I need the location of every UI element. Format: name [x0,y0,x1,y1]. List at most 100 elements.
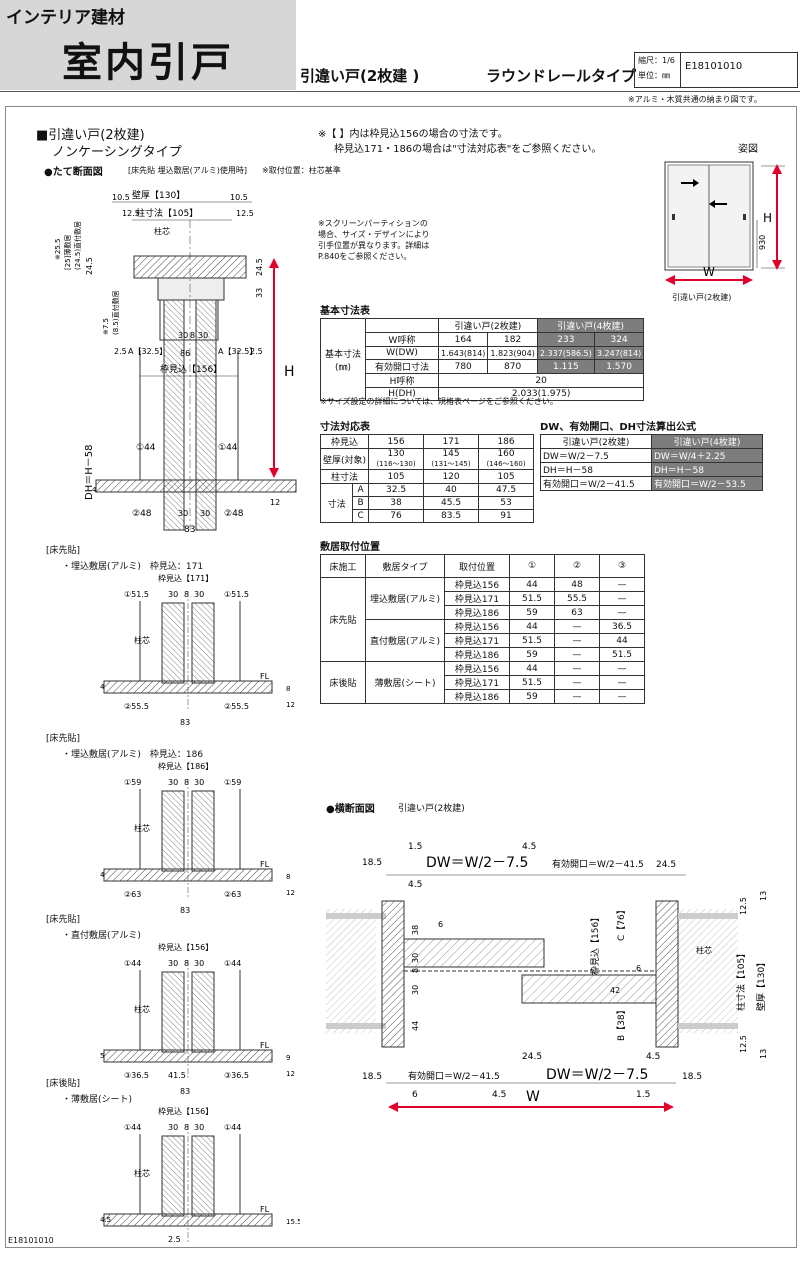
dim-cell: (116〜130) [376,460,416,468]
dim-2-5-right: 2.5 [250,347,263,356]
hashira-dim: 柱寸法【105】 [136,207,198,219]
plan-42: 42 [610,986,620,995]
small-c1-right: ①59 [224,778,241,787]
note-line-1: ※【 】内は枠見込156の場合の寸法です。 [318,129,508,140]
small-c1-left: ①51.5 [124,590,149,599]
small-r2: 12 [286,1070,295,1078]
sill-type: 埋込敷居(アルミ) [365,577,445,620]
base-cell: 1.643(814) [437,346,489,360]
base-row-label: 基本寸法(㎜) [320,318,366,401]
sill-cell: 55.5 [554,591,600,606]
category-label: インテリア建材 [6,8,125,28]
dim-30-a: 30 [178,331,188,340]
base-size-table: 基本寸法(㎜) 引違い戸(2枚建) 引違い戸(4枚建) W呼称 164 182 … [320,318,645,401]
kabeatsu-dim: 壁厚【130】 [132,189,185,201]
dim-4: 4 [92,486,97,494]
dim-8-top: 8 [190,331,195,340]
base-cell: 780 [437,359,489,374]
sill-head: 敷居タイプ [365,554,445,578]
base-cell: 870 [487,359,538,374]
plan-8: 8 [411,968,420,973]
sill-head: ③ [599,554,645,578]
header-banner [0,0,296,90]
header-divider [0,91,800,92]
c44-left: ①44 [136,443,156,453]
dim-30-c: 30 [178,509,188,518]
small-num-2: 30 [194,1123,204,1132]
base-row-k: W(DW) [365,346,439,360]
base-row-k: 有効開口寸法 [365,359,439,374]
small-r1: 15.5 [286,1218,300,1226]
small-hashira-shin: 柱芯 [134,1004,150,1014]
small-num-0: 30 [168,590,178,599]
sill-table: 床施工 敷居タイプ 取付位置 ① ② ③ 床先貼 埋込敷居(アルミ) 枠見込15… [320,554,645,704]
sill-cell: — [599,661,645,676]
dim-a-right: A【32.5】 [218,347,257,356]
note-line-2: 枠見込171・186の場合は"寸法対応表"をご参照ください。 [334,144,602,155]
small-num-1: 8 [184,778,189,787]
small-c1-right: ①51.5 [224,590,249,599]
plan-18-5-tl: 18.5 [362,858,382,868]
dim-cell: 91 [478,509,535,523]
screen-partition-note: ※スクリーンパーティションの場合、サイズ・デザインにより引手位置が異なります。詳… [318,219,430,261]
dim-cell: (146〜160) [486,460,526,468]
dim-24-5-right: 24.5 [255,258,264,276]
plan-30-b: 30 [411,985,420,995]
sill-cell: 48 [554,577,600,592]
small-num-1: 8 [184,959,189,968]
plan-waku: 枠見込【156】 [589,913,601,975]
small-left-dim: 4.5 [100,1216,111,1224]
c44-right: ①44 [218,443,238,453]
sill-cell: 枠見込156 [444,619,510,634]
small-extra: 41.5 [168,1071,186,1080]
unit-label: 単位：㎜ [638,71,670,80]
base-cell: 1.115 [536,359,595,374]
plan-kabe: 壁厚【130】 [755,958,767,1011]
content-frame [5,106,797,1248]
small-fl: FL [260,860,270,869]
small-c2-left: ②63 [124,890,141,899]
formula-table-title: DW、有効開口、DH寸法算出公式 [540,422,697,433]
plan-drawing: 18.5 1.5 DW＝W/2－7.5 4.5 有効開口＝W/2－41.5 24… [326,842,768,1112]
small-num-0: 30 [168,778,178,787]
base-cell: 164 [437,332,489,347]
formula-cell: DH＝H－58 [540,462,652,477]
base-cell: 3.247(814) [593,346,645,360]
dim-cell: 105 [478,469,535,484]
jika-shikii-label: (24.5)直付敷居 [73,221,82,270]
sill-cell: 44 [509,619,555,634]
small-left-dim: 5 [100,1052,104,1060]
base-cell: 1.570 [593,359,645,374]
plan-w: W [526,1089,540,1105]
sill-cell: 51.5 [509,633,555,648]
plan-30-a: 30 [411,953,420,963]
small-num-2: 30 [194,959,204,968]
base-cell: 182 [487,332,538,347]
small-c1-left: ①44 [124,959,141,968]
dim-30-b: 30 [198,331,208,340]
vertical-section-drawing: 壁厚【130】 10.5 10.5 柱寸法【105】 12.5 12.5 柱芯 … [54,189,297,535]
sill-cell: — [554,633,600,648]
small-fl: FL [260,672,270,681]
small-fl: FL [260,1041,270,1050]
footer-code: E18101010 [8,1236,54,1245]
small-num-2: 30 [194,590,204,599]
plan-12-5-bot: 12.5 [739,1035,748,1053]
small-section-title: [床後貼] [46,1079,81,1089]
formula-head: 引違い戸(2枚建) [540,434,652,449]
dim-cell: 160 [497,449,515,459]
sill-cell: 44 [509,577,555,592]
sill-cell: 枠見込186 [444,605,510,620]
sill-head: ① [509,554,555,578]
dim-8-5: (8.5)直付敷居 [111,290,120,335]
sill-cell: 59 [509,605,555,620]
sill-cell: 59 [509,689,555,704]
small-total: 83 [180,1087,190,1096]
plan-4-5-mid: 4.5 [408,880,422,890]
small-section-sub: ・直付敷居(アルミ) [62,931,141,941]
plan-18-5-bl: 18.5 [362,1072,382,1082]
formula-cell: 有効開口＝W/2－41.5 [540,476,652,491]
plan-1-5-bot: 1.5 [636,1090,650,1100]
